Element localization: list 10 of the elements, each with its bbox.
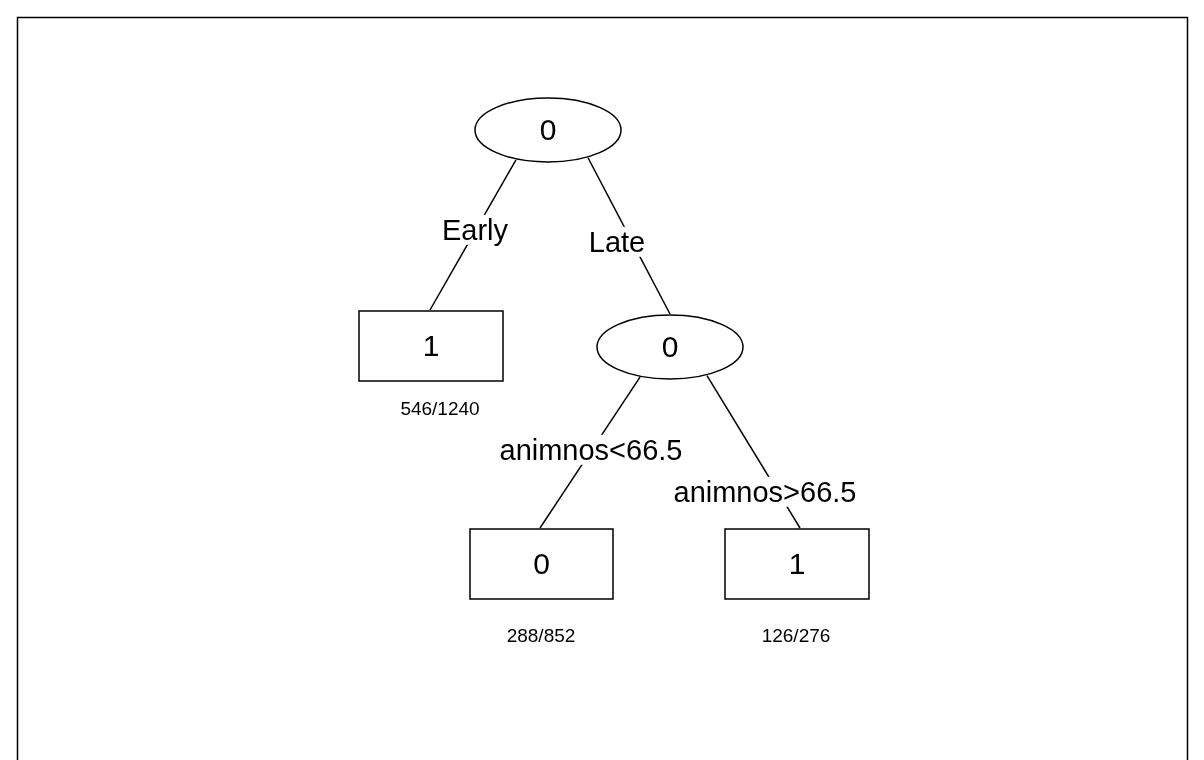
node-label: 0	[539, 115, 557, 145]
node-label: 1	[788, 549, 806, 579]
node-label: 0	[661, 332, 679, 362]
sample-count: 546/1240	[400, 398, 480, 420]
sample-count: 288/852	[506, 625, 576, 647]
node-label: 1	[422, 331, 440, 361]
node-label: 0	[533, 549, 550, 579]
edge-label: animnos>66.5	[672, 476, 858, 508]
sample-count: 126/276	[761, 625, 831, 647]
edge-label: animnos<66.5	[498, 434, 684, 466]
